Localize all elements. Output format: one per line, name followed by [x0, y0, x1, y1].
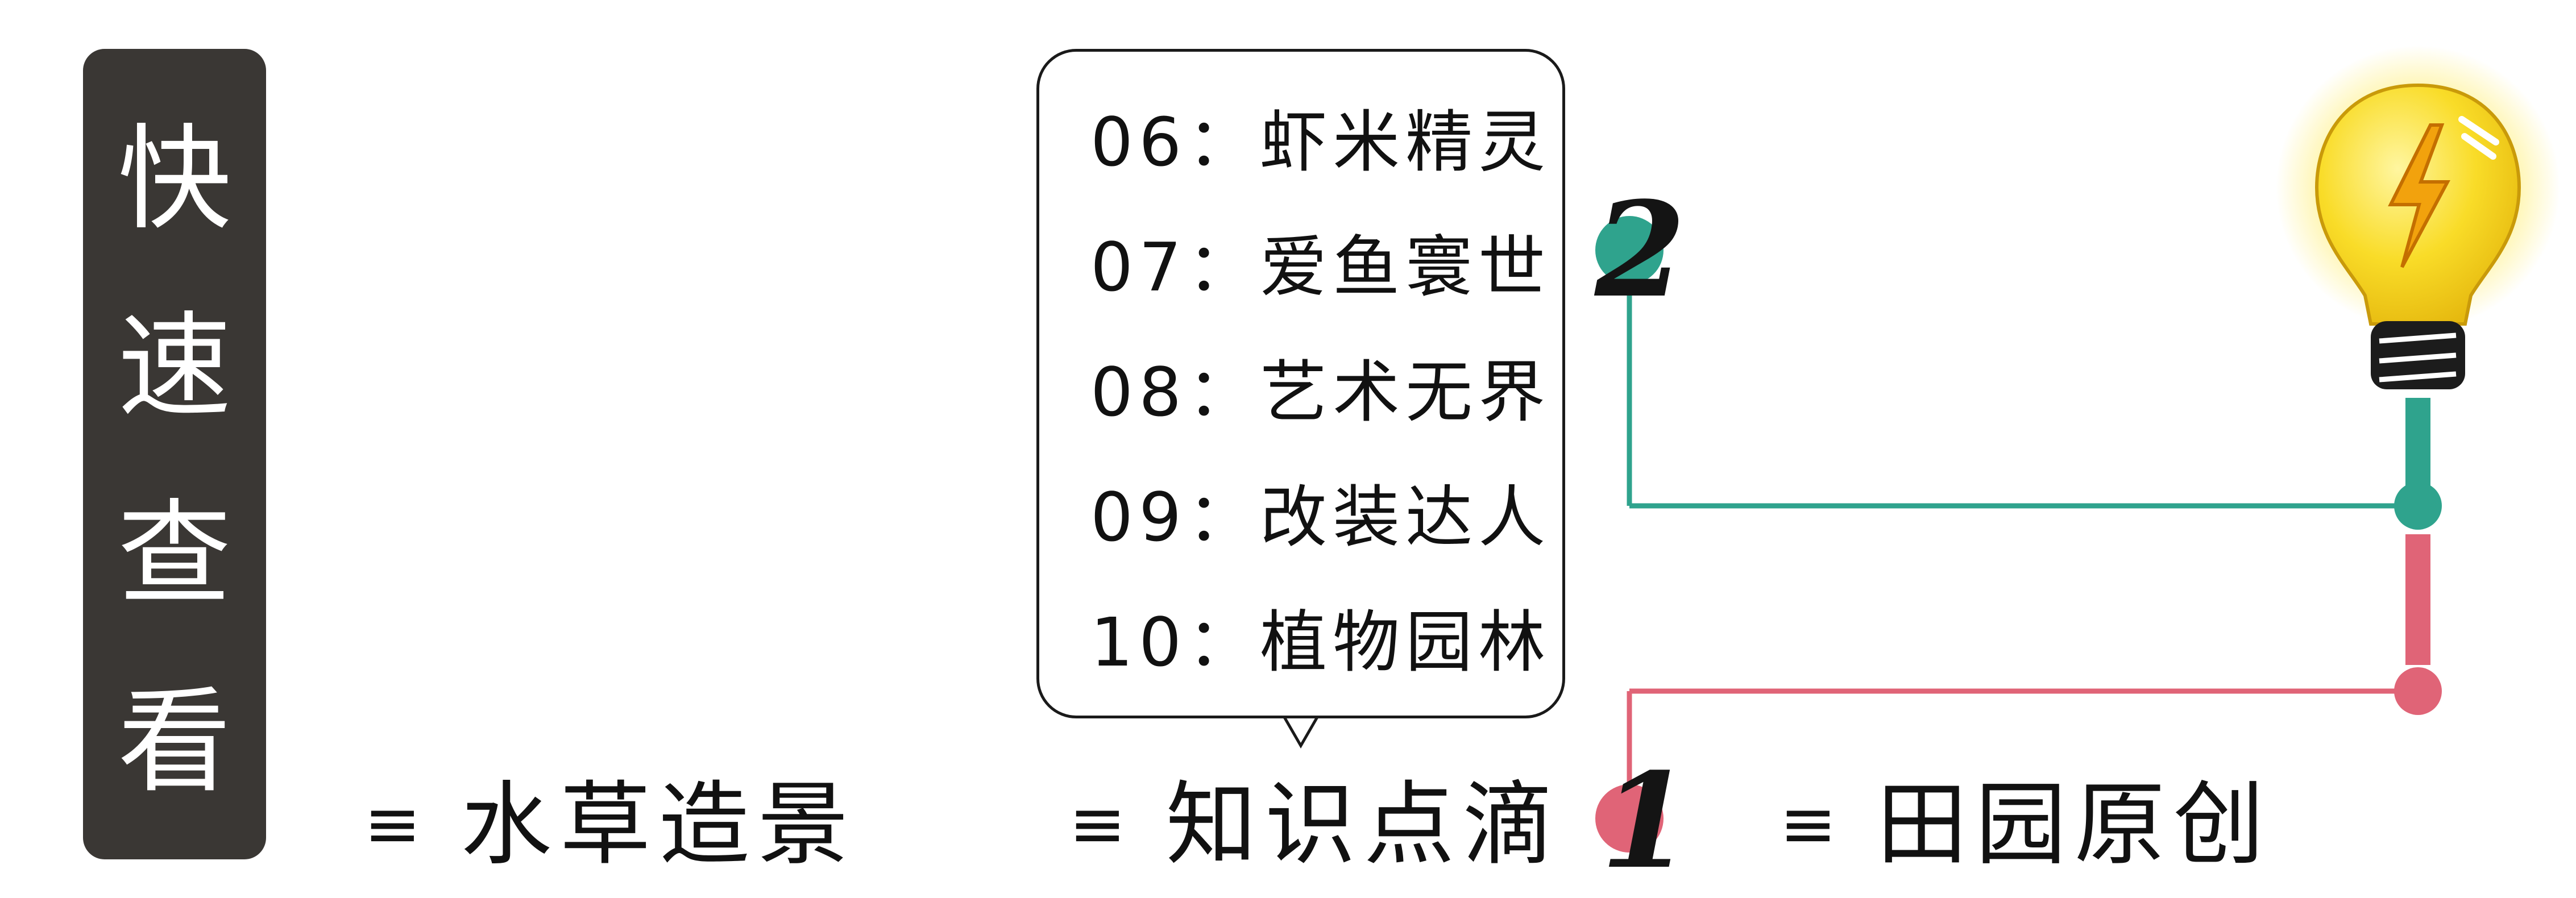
submenu-item[interactable]: 09：改装达人 [1090, 478, 1552, 556]
menu-label: 知识点滴 [1165, 771, 1562, 878]
title-bar: 快 速 查 看 [83, 49, 266, 859]
menu-item-zhishi[interactable]: ≡ 知识点滴 [1069, 776, 1562, 873]
lightbulb-icon [2276, 45, 2560, 389]
menu-icon: ≡ [1069, 785, 1126, 864]
red-connector [1595, 534, 2442, 853]
menu-label: 水草造景 [461, 771, 857, 878]
bubble-tail [1282, 714, 1320, 749]
menu-icon: ≡ [364, 785, 421, 864]
menu-item-tianyuan[interactable]: ≡ 田园原创 [1779, 776, 2272, 873]
menu-label: 田园原创 [1876, 771, 2272, 878]
submenu-item[interactable]: 08：艺术无界 [1090, 353, 1552, 431]
submenu-item[interactable]: 06：虾米精灵 [1090, 103, 1552, 181]
title-char: 速 [117, 301, 231, 433]
submenu-bubble: 06：虾米精灵 07：爱鱼寰世 08：艺术无界 09：改装达人 10：植物园林 [1036, 49, 1565, 718]
title-char: 查 [117, 488, 231, 621]
menu-item-shuicao[interactable]: ≡ 水草造景 [364, 776, 857, 873]
step-number-2: 2 [1595, 173, 1686, 327]
title-char: 看 [117, 676, 231, 808]
step-number-1: 1 [1600, 745, 1692, 898]
menu-icon: ≡ [1779, 785, 1837, 864]
submenu-item[interactable]: 10：植物园林 [1090, 603, 1552, 681]
title-char: 快 [117, 113, 231, 246]
submenu-item[interactable]: 07：爱鱼寰世 [1090, 228, 1552, 306]
teal-connector [1595, 216, 2442, 530]
